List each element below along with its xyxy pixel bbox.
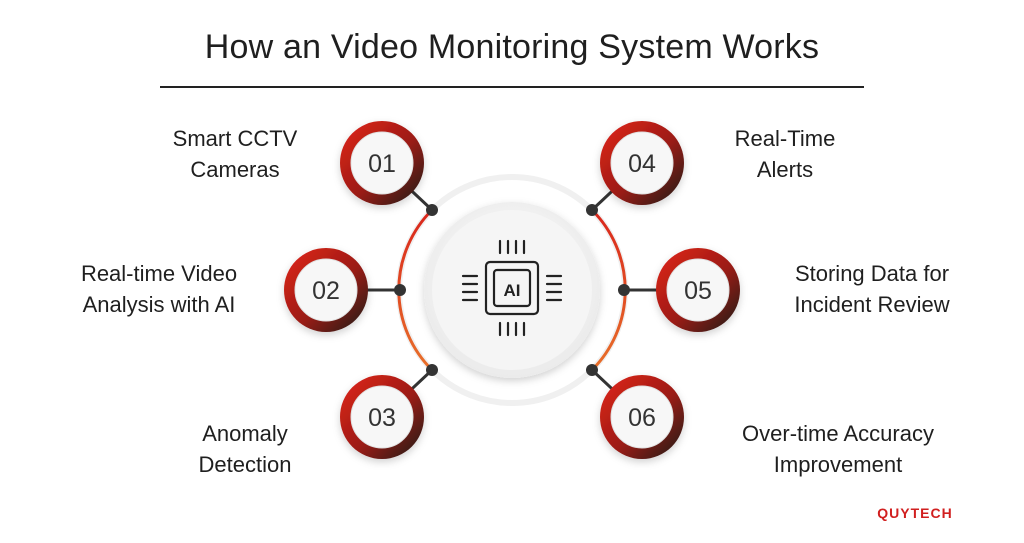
step-badge-02: 02 xyxy=(284,248,406,332)
step-label-line: Real-Time xyxy=(734,126,836,151)
step-number: 05 xyxy=(684,277,712,305)
connector-dot xyxy=(586,364,598,376)
brand-logo: QUYTECH xyxy=(877,505,953,521)
step-label-line: Anomaly xyxy=(202,421,288,446)
badge-face xyxy=(350,131,414,195)
step-label-line: Storing Data for xyxy=(794,261,950,286)
step-label-line: Over-time Accuracy xyxy=(742,421,934,446)
step-badge-05: 05 xyxy=(618,248,740,332)
step-number: 01 xyxy=(368,150,396,178)
title-underline xyxy=(160,86,864,88)
ai-chip-icon xyxy=(461,239,563,337)
connector-dot xyxy=(618,284,630,296)
connector-dot xyxy=(586,204,598,216)
badge-face xyxy=(294,258,358,322)
connector-dot xyxy=(426,204,438,216)
step-label-01: Smart CCTV Cameras xyxy=(140,123,330,185)
badge-face xyxy=(666,258,730,322)
step-number: 03 xyxy=(368,404,396,432)
step-badge-03: 03 xyxy=(340,364,438,459)
step-label-line: Cameras xyxy=(190,157,280,182)
badge-face xyxy=(610,385,674,449)
badge-face xyxy=(350,385,414,449)
step-label-line: Smart CCTV xyxy=(172,126,298,151)
step-label-line: Incident Review xyxy=(794,292,950,317)
step-label-line: Detection xyxy=(198,452,292,477)
ai-chip-label: AI xyxy=(504,281,521,300)
step-number: 04 xyxy=(628,150,656,178)
step-label-line: Alerts xyxy=(756,157,814,182)
step-number: 02 xyxy=(312,277,340,305)
step-badge-06: 06 xyxy=(586,364,684,459)
step-number: 06 xyxy=(628,404,656,432)
step-label-line: Improvement xyxy=(773,452,903,477)
step-label-line: Analysis with AI xyxy=(82,292,236,317)
badge-face xyxy=(610,131,674,195)
step-label-line: Real-time Video xyxy=(80,261,238,286)
connector-dot xyxy=(394,284,406,296)
step-badge-01: 01 xyxy=(340,121,438,216)
page-title: How an Video Monitoring System Works xyxy=(204,28,820,66)
step-badge-04: 04 xyxy=(586,121,684,216)
center-disc-inner xyxy=(432,210,592,370)
connector-dot xyxy=(426,364,438,376)
